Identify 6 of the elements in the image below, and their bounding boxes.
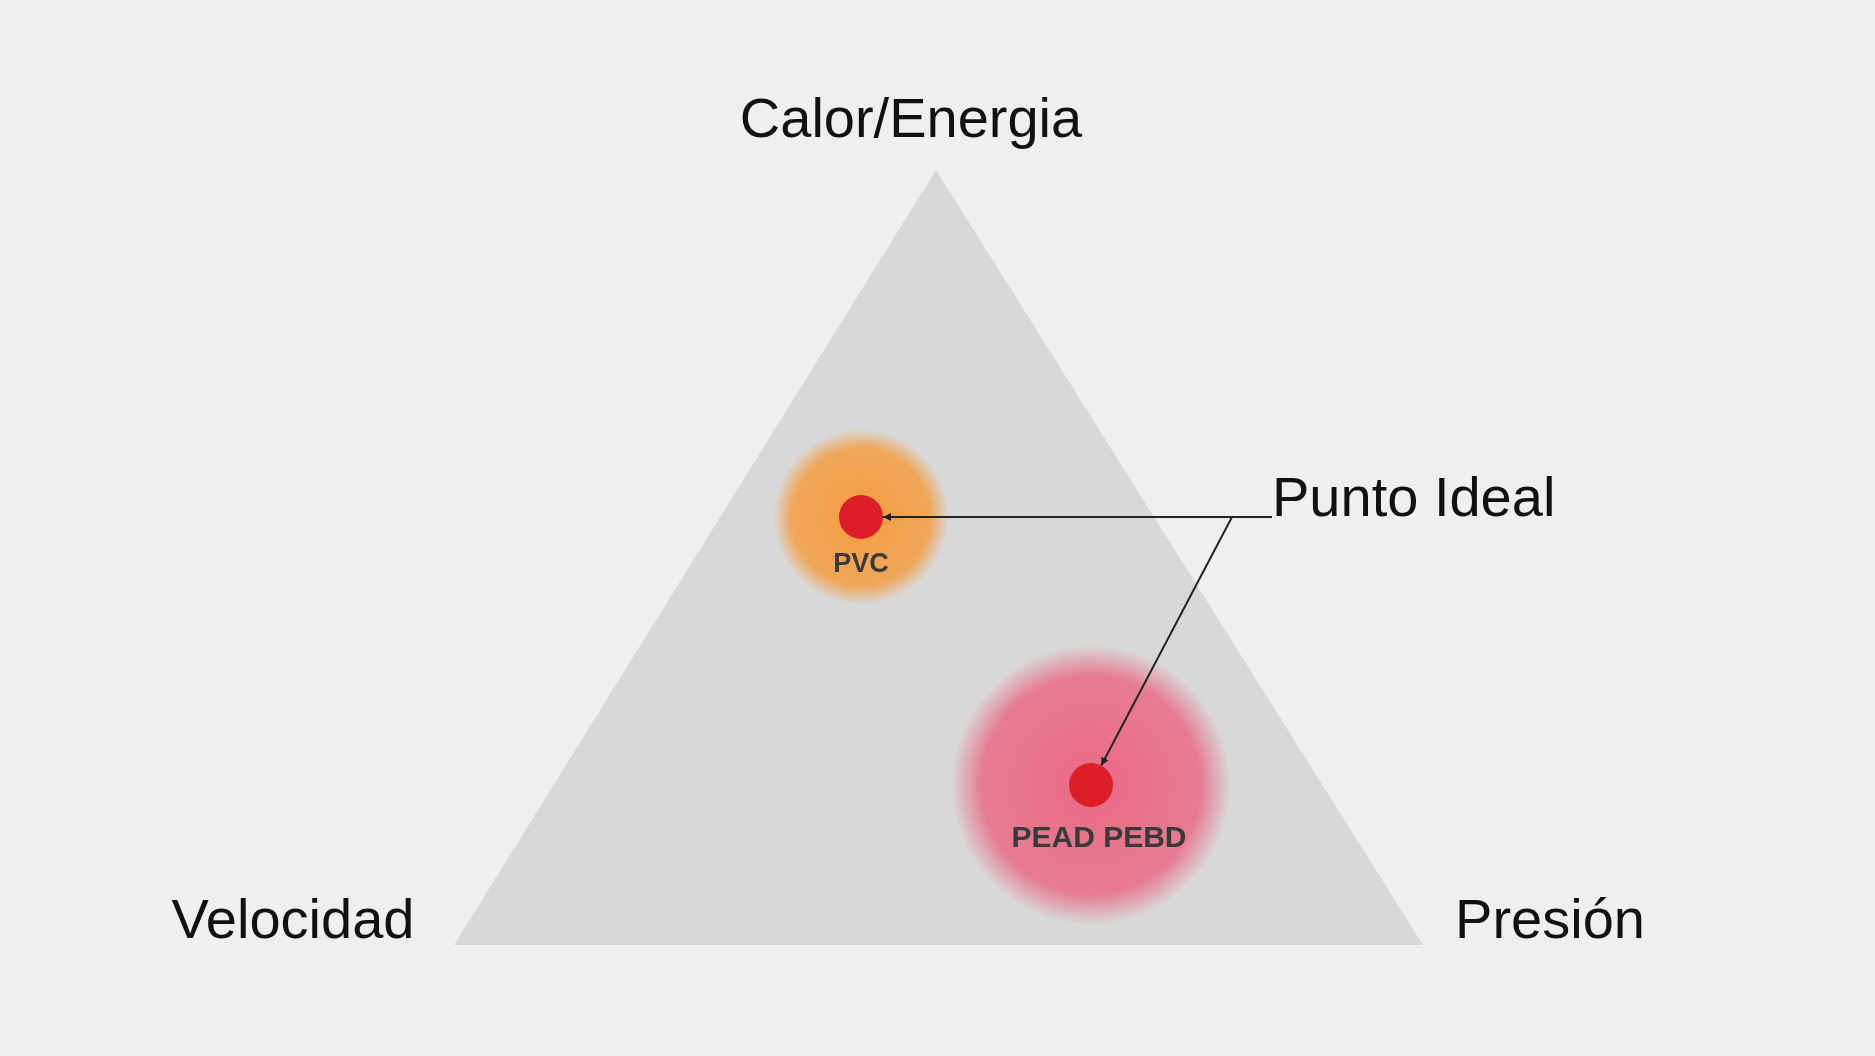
callout-text: Punto Ideal [1272,466,1556,528]
vertex-label: Presión [1455,891,1645,947]
material-label: PVC [833,549,889,577]
vertex-label: Velocidad [171,891,415,947]
material-label: PEAD PEBD [1011,822,1187,852]
leader-arrow [1100,516,1273,767]
